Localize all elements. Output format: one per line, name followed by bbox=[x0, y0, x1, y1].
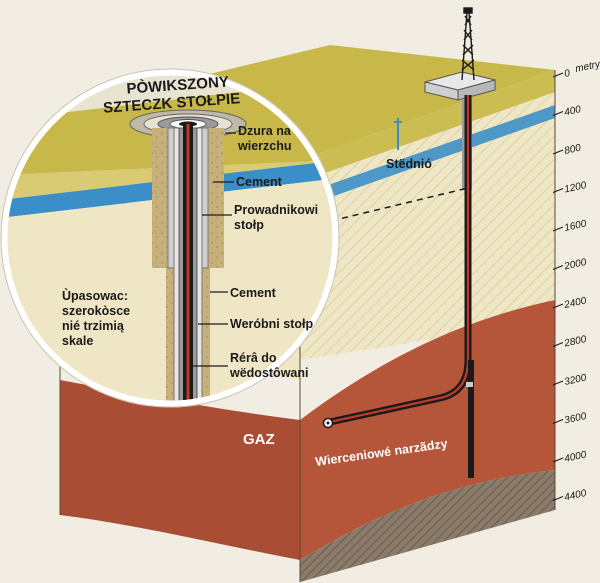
label-rera-line1: Rérâ do bbox=[230, 351, 277, 365]
deep-rock-layer bbox=[300, 470, 555, 582]
depth-tick-label: 2400 bbox=[562, 295, 587, 311]
depth-tick-label: 800 bbox=[563, 143, 582, 157]
depth-tick bbox=[552, 226, 564, 232]
label-upasowac-line2: szerokòsce bbox=[62, 304, 130, 318]
water-well bbox=[394, 118, 402, 150]
depth-tick-label: 2800 bbox=[562, 334, 587, 350]
label-dzura-line1: Dzura na bbox=[238, 124, 292, 138]
label-cement-top: Cement bbox=[236, 175, 283, 189]
depth-tick-label: 1200 bbox=[563, 180, 587, 195]
label-upasowac-line3: nié trzimią bbox=[62, 319, 125, 333]
label-gaz: GAZ bbox=[243, 431, 275, 448]
depth-tick bbox=[552, 149, 564, 155]
depth-tick-label: 1600 bbox=[563, 218, 587, 233]
borehole-cross-section bbox=[129, 109, 247, 403]
depth-tick-label: 2000 bbox=[562, 257, 587, 273]
label-dzura-line2: wierzchu bbox=[237, 139, 292, 153]
leader-lines bbox=[192, 132, 236, 367]
drilling-rig-icon bbox=[461, 7, 475, 81]
label-stednio: Stëdnió bbox=[386, 157, 432, 171]
depth-unit: metry bbox=[574, 59, 600, 75]
depth-tick-label: 3200 bbox=[563, 372, 587, 387]
depth-tick bbox=[552, 303, 564, 309]
drill-bit-icon bbox=[322, 417, 334, 429]
depth-tick bbox=[552, 457, 564, 463]
label-upasowac-line4: skale bbox=[62, 334, 93, 348]
zoom-connector bbox=[234, 187, 469, 245]
label-werobni: Weróbni stołp bbox=[230, 317, 313, 331]
depth-tick-label: 4000 bbox=[563, 449, 587, 464]
depth-tick-label: 0 bbox=[563, 68, 571, 80]
label-prowadnikowi-line2: stołp bbox=[234, 218, 264, 232]
gas-shale-layer bbox=[300, 300, 555, 560]
depth-tick bbox=[552, 419, 564, 424]
depth-tick bbox=[552, 342, 564, 347]
depth-tick bbox=[552, 265, 564, 270]
depth-tick bbox=[552, 380, 564, 386]
magnifier bbox=[0, 68, 340, 408]
label-upasowac-line1: Ùpasowac: bbox=[62, 288, 128, 303]
depth-tick bbox=[552, 111, 564, 116]
depth-tick-label: 3600 bbox=[563, 411, 587, 426]
depth-tick-label: 4400 bbox=[563, 488, 587, 503]
label-rera-line2: wëdostôwani bbox=[229, 366, 308, 380]
depth-tick bbox=[552, 188, 564, 193]
label-cement-mid: Cement bbox=[230, 286, 277, 300]
wellbore bbox=[329, 95, 474, 478]
depth-tick bbox=[552, 72, 564, 78]
label-prowadnikowi-line1: Prowadnikowi bbox=[234, 203, 318, 217]
depth-scale: 0 400 800 1200 1600 2000 2400 2800 3200 3600 4000 4… bbox=[552, 59, 600, 503]
sandstone-layer bbox=[300, 92, 555, 360]
aquifer-layer bbox=[300, 105, 555, 208]
depth-tick-label: 400 bbox=[563, 104, 582, 118]
depth-tick bbox=[552, 496, 564, 501]
